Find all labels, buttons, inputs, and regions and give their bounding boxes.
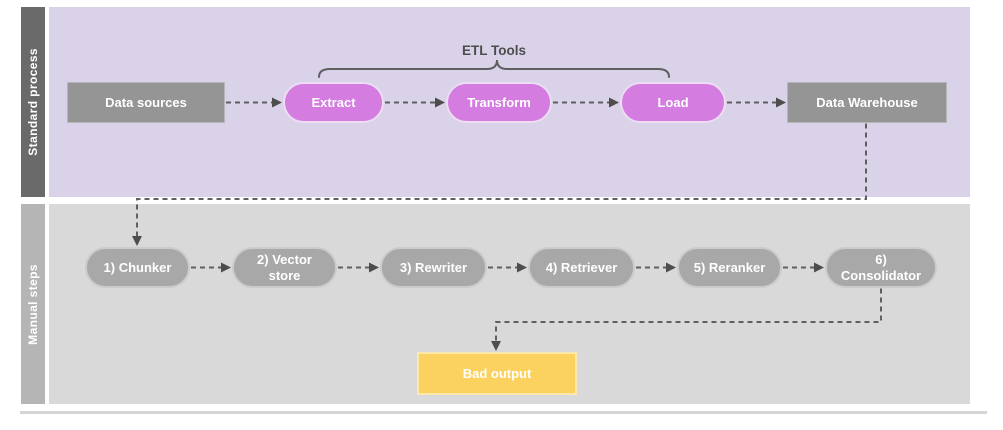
etl-tools-label: ETL Tools <box>462 43 526 58</box>
node-bad-output: Bad output <box>417 352 577 395</box>
bottom-divider <box>20 411 987 414</box>
node-transform: Transform <box>446 82 552 123</box>
node-load: Load <box>620 82 726 123</box>
lane-manual-steps-label: Manual steps <box>26 263 40 345</box>
node-retriever: 4) Retriever <box>528 247 635 288</box>
lane-manual-steps-sidebar: Manual steps <box>21 204 45 404</box>
node-data-warehouse: Data Warehouse <box>787 82 947 123</box>
lane-standard-process-sidebar: Standard process <box>21 7 45 197</box>
node-consolidator: 6) Consolidator <box>825 247 937 288</box>
node-vector-store: 2) Vector store <box>232 247 337 288</box>
node-reranker: 5) Reranker <box>677 247 782 288</box>
node-rewriter: 3) Rewriter <box>380 247 487 288</box>
node-chunker: 1) Chunker <box>85 247 190 288</box>
node-data-sources: Data sources <box>67 82 225 123</box>
node-extract: Extract <box>283 82 384 123</box>
lane-standard-process-label: Standard process <box>26 48 40 156</box>
